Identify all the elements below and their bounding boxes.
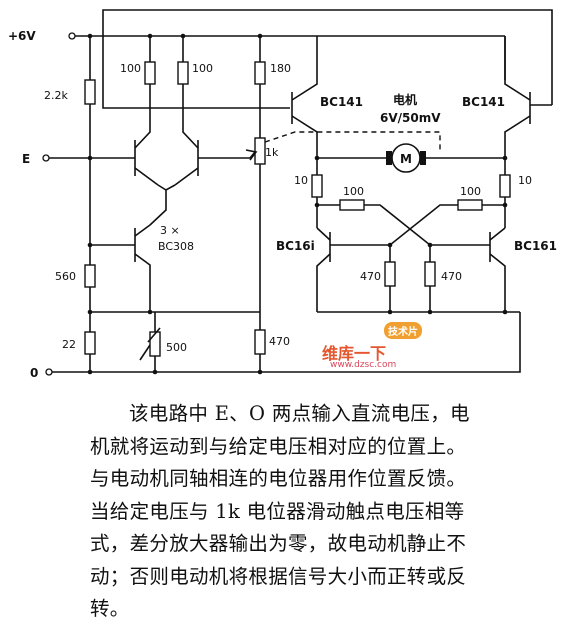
circuit-schematic: +6V E 2.2k 100 100 3 × BC308 (8, 9, 557, 380)
resistor-470-left (384, 261, 396, 287)
motor-rating: 6V/50mV (380, 111, 441, 125)
watermark-url: www.dzsc.com (330, 360, 397, 370)
bc141-left-label: BC141 (320, 95, 363, 109)
resistor-470-bottom (254, 329, 266, 355)
resistor-22-label: 22 (62, 338, 76, 351)
resistor-collector-right (177, 61, 189, 85)
resistor-collector-right-label: 100 (192, 62, 213, 75)
resistor-470-right-label: 470 (441, 270, 462, 283)
description-caption: 该电路中 E、O 两点输入直流电压，电机就将运动到与给定电压相对应的位置上。与电… (90, 402, 470, 620)
bc308-count: 3 × (160, 224, 180, 237)
ground-label: 0 (30, 366, 38, 380)
supply-rail (68, 9, 553, 105)
resistor-560 (84, 264, 96, 288)
resistor-cross-left (339, 199, 365, 211)
resistor-470-bottom-label: 470 (269, 335, 290, 348)
watermark-badge: 技术片 (384, 322, 422, 339)
input-terminal (42, 154, 135, 162)
resistor-2k2 (84, 79, 96, 105)
differential-pair (134, 130, 250, 226)
bc161-right-label: BC161 (514, 239, 557, 253)
transistor-bc141-right (504, 36, 552, 175)
resistor-collector-left (144, 61, 156, 85)
resistor-22 (84, 331, 96, 355)
trimmer-500-label: 500 (166, 341, 187, 354)
bc141-right-label: BC141 (462, 95, 505, 109)
current-source-transistor (87, 224, 151, 312)
resistor-470-right (424, 261, 436, 287)
resistor-180-label: 180 (270, 62, 291, 75)
trimmer-500 (149, 331, 161, 357)
potentiometer-1k-label: 1k (265, 146, 279, 159)
site-watermark: 技术片 维库一下 www.dzsc.com (322, 322, 452, 382)
resistor-cross-right (457, 199, 483, 211)
supply-label: +6V (8, 29, 36, 43)
resistor-10-left-label: 10 (294, 174, 308, 187)
resistor-470-left-label: 470 (360, 270, 381, 283)
resistor-2k2-label: 2.2k (44, 89, 68, 102)
input-label: E (22, 152, 30, 166)
motor-symbol: M (400, 152, 412, 166)
watermark-name: 维库一下 (322, 344, 387, 363)
transistor-bc161-right (489, 227, 506, 312)
resistor-560-label: 560 (55, 270, 76, 283)
resistor-collector-left-label: 100 (120, 62, 141, 75)
resistor-10-left (311, 174, 323, 198)
transistor-bc161-left (316, 227, 331, 312)
resistor-10-right (499, 174, 511, 198)
motor: M (314, 143, 508, 173)
bc161-left-label: BC16i (276, 239, 315, 253)
ground-rail (45, 312, 521, 376)
transistor-bc141-left (291, 36, 318, 175)
bc308-label: BC308 (158, 240, 194, 253)
potentiometer-1k (254, 137, 266, 165)
resistor-cross-left-label: 100 (343, 185, 364, 198)
resistor-10-right-label: 10 (518, 174, 532, 187)
resistor-180 (254, 61, 266, 85)
resistor-cross-right-label: 100 (460, 185, 481, 198)
motor-title: 电机 (393, 92, 417, 107)
